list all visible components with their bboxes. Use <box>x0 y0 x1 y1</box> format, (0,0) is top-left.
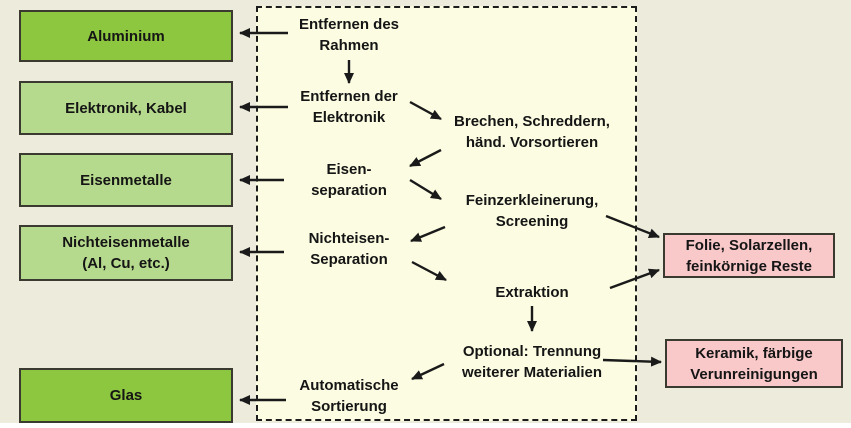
output-box-glas: Glas <box>19 368 233 423</box>
step-label-line2: Separation <box>310 251 388 268</box>
output-box-label: Glas <box>109 387 143 404</box>
step-label-line2: Elektronik <box>312 109 386 126</box>
step-entfernen-der-elektronik: Entfernen der Elektronik <box>259 86 439 128</box>
output-box-label: Elektronik, Kabel <box>65 99 187 117</box>
output-box-nichteisenmetalle: Nichteisenmetalle (Al, Cu, etc.) <box>19 225 233 281</box>
output-box-elektronik-kabel: Elektronik, Kabel <box>19 81 233 135</box>
process-boundary-dashed-box <box>256 6 637 421</box>
step-label: Entfernen der <box>300 88 398 105</box>
step-label-line2: Rahmen <box>319 37 379 54</box>
output-box-label-line2: Verunreinigungen <box>690 365 818 383</box>
step-label-line2: separation <box>311 182 387 199</box>
output-box-label-line2: (Al, Cu, etc.) <box>82 255 170 272</box>
step-entfernen-des-rahmen: Entfernen des Rahmen <box>259 14 439 56</box>
step-automatische-sortierung: Automatische Sortierung <box>259 375 439 417</box>
output-box-label-line2: feinkörnige Reste <box>686 257 812 275</box>
output-box-eisenmetalle: Eisenmetalle <box>19 153 233 207</box>
output-box-label: Eisenmetalle <box>80 171 172 189</box>
step-label: Feinzerkleinerung, <box>465 192 599 209</box>
output-box-label: Keramik, färbige <box>695 344 813 362</box>
step-label: Nichteisen- <box>308 230 390 247</box>
step-label: Automatische <box>299 377 399 394</box>
step-label: Entfernen des <box>298 16 400 33</box>
step-feinzerkleinerung-screening: Feinzerkleinerung, Screening <box>437 190 627 232</box>
step-label-line2: händ. Vorsortieren <box>465 134 599 151</box>
output-box-label: Folie, Solarzellen, <box>685 236 813 254</box>
step-nichteisen-separation: Nichteisen- Separation <box>259 228 439 270</box>
step-label: Brechen, Schreddern, <box>454 113 610 130</box>
output-box-folie-solarzellen: Folie, Solarzellen, feinkörnige Reste <box>663 233 835 278</box>
output-box-label: Aluminium <box>87 27 165 45</box>
step-optional-trennung: Optional: Trennung weiterer Materialien <box>437 341 627 383</box>
step-eisenseparation: Eisen- separation <box>259 159 439 201</box>
step-label: Optional: Trennung <box>462 343 602 360</box>
output-box-aluminium: Aluminium <box>19 10 233 62</box>
step-label-line2: Sortierung <box>311 398 387 415</box>
step-label: Eisen- <box>326 161 372 178</box>
step-label-line2: Screening <box>495 213 569 230</box>
output-box-keramik-verunreinigungen: Keramik, färbige Verunreinigungen <box>665 339 843 388</box>
step-brechen-schreddern: Brechen, Schreddern, händ. Vorsortieren <box>437 111 627 153</box>
step-label: Extraktion <box>495 284 569 301</box>
step-label-line2: weiterer Materialien <box>461 364 603 381</box>
output-box-label: Nichteisenmetalle <box>62 234 190 251</box>
step-extraktion: Extraktion <box>437 282 627 303</box>
